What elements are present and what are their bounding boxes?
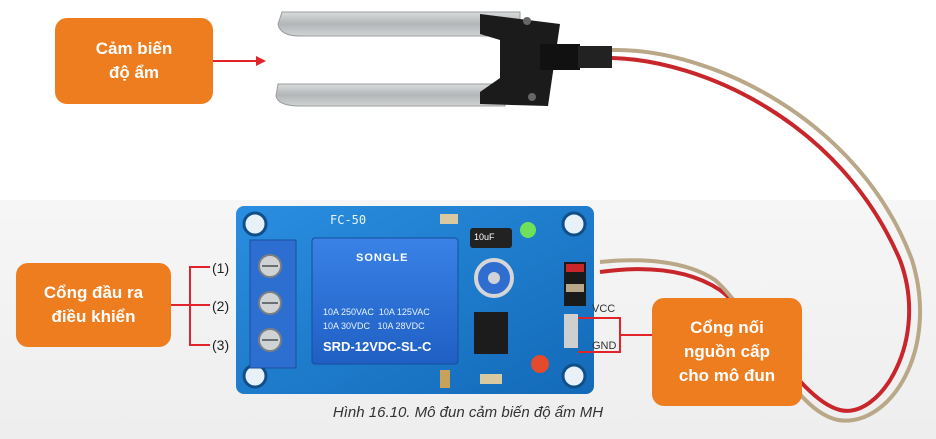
relay-part-number: SRD-12VDC-SL-C: [323, 339, 432, 354]
wire-red: [599, 56, 912, 413]
relay-rating-2: 10A 30VDC 10A 28VDC: [323, 321, 425, 331]
moisture-probe: [275, 11, 612, 107]
relay-rating-1: 10A 250VAC 10A 125VAC: [323, 307, 430, 317]
sensor-callout: Cảm biến độ ẩm: [55, 18, 213, 104]
output-port-callout: Cổng đầu ra điều khiển: [16, 263, 171, 347]
pin-label-2: (2): [212, 298, 230, 314]
relay-brand: SONGLE: [356, 252, 409, 264]
output-bracket: [171, 266, 210, 346]
power-port-callout: Cổng nối nguồn cấp cho mô đun: [652, 298, 802, 406]
figure-caption: Hình 16.10. Mô đun cảm biến độ ẩm MH: [332, 404, 604, 421]
vcc-label: VCC: [592, 303, 616, 315]
pin-label-3: (3): [212, 337, 230, 353]
power-bracket: [578, 317, 652, 353]
capacitor-label: 10uF: [474, 232, 495, 242]
relay-module: [236, 206, 594, 394]
board-model-label: FC-50: [330, 213, 367, 227]
pin-label-1: (1): [212, 260, 230, 276]
wire-tan: [599, 47, 923, 423]
gnd-label: GND: [592, 340, 617, 352]
